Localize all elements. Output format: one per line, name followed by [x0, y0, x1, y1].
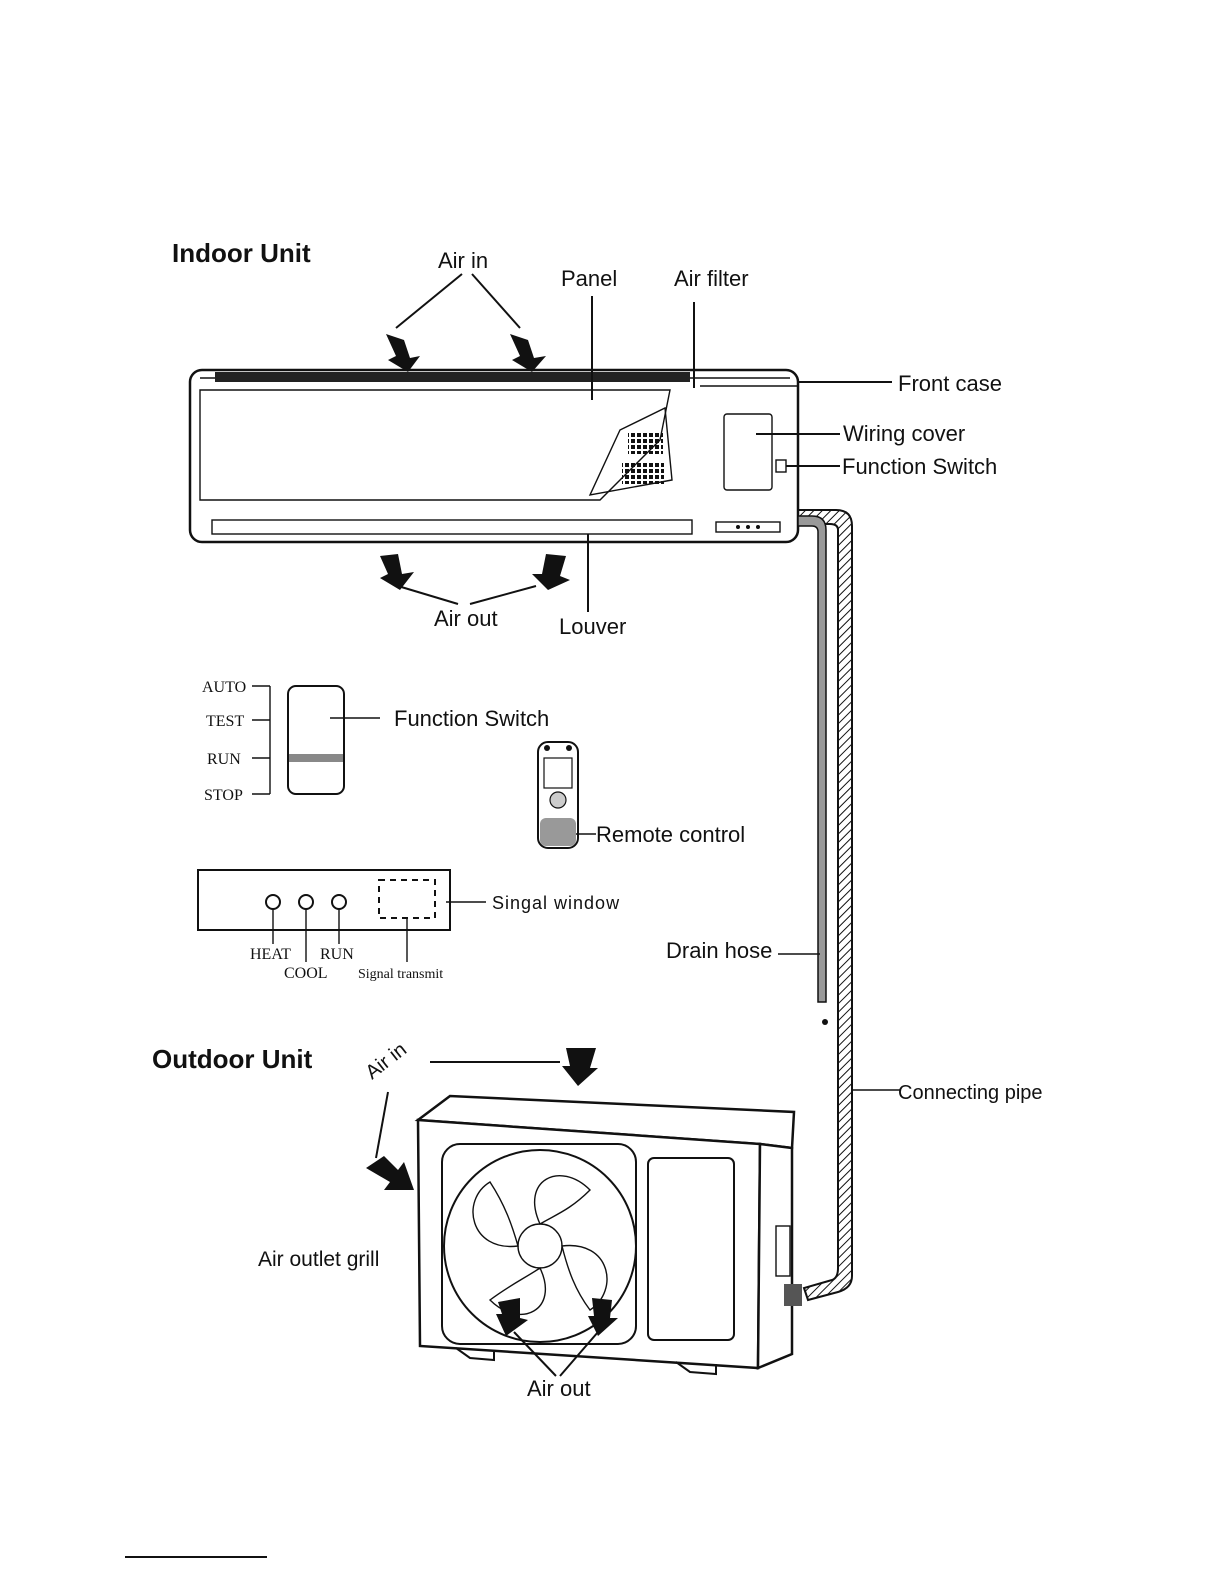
signal-transmit-label: Signal transmit [358, 967, 443, 982]
indoor-air-in-arrows [386, 274, 546, 372]
drain-hose-end [822, 1019, 828, 1025]
drain-hose-label: Drain hose [666, 938, 772, 963]
drain-hose [798, 516, 826, 1002]
function-switch-label: Function Switch [842, 454, 997, 479]
outdoor-unit-body [418, 1096, 802, 1374]
function-switch-detail-label: Function Switch [394, 706, 549, 731]
footer-rule [125, 1556, 267, 1558]
air-filter-label: Air filter [674, 266, 749, 291]
panel-label: Panel [561, 266, 617, 291]
louver-label: Louver [559, 614, 626, 639]
remote-control [538, 742, 578, 848]
function-switch-detail [252, 686, 380, 794]
indoor-air-out-arrows [380, 554, 570, 604]
indoor-unit-body [190, 370, 798, 542]
mode-auto: AUTO [202, 679, 246, 696]
wiring-cover-label: Wiring cover [843, 421, 965, 446]
mode-run: RUN [207, 751, 241, 768]
remote-control-label: Remote control [596, 822, 745, 847]
lamp-cool-label: COOL [284, 965, 328, 982]
outdoor-air-in-label: Air in [362, 1039, 411, 1084]
signal-window-label: Singal window [492, 893, 620, 913]
lamp-heat-label: HEAT [250, 946, 291, 963]
outdoor-air-out-label: Air out [527, 1376, 591, 1401]
indoor-air-in-label: Air in [438, 248, 488, 273]
front-case-label: Front case [898, 371, 1002, 396]
outdoor-unit-heading: Outdoor Unit [152, 1044, 313, 1074]
indoor-unit-heading: Indoor Unit [172, 238, 311, 268]
connecting-pipe-label: Connecting pipe [898, 1082, 1043, 1104]
air-outlet-grill-label: Air outlet grill [258, 1248, 379, 1271]
lamp-run-label: RUN [320, 946, 354, 963]
mode-stop: STOP [204, 787, 243, 804]
indoor-air-out-label: Air out [434, 606, 498, 631]
mode-test: TEST [206, 713, 244, 730]
